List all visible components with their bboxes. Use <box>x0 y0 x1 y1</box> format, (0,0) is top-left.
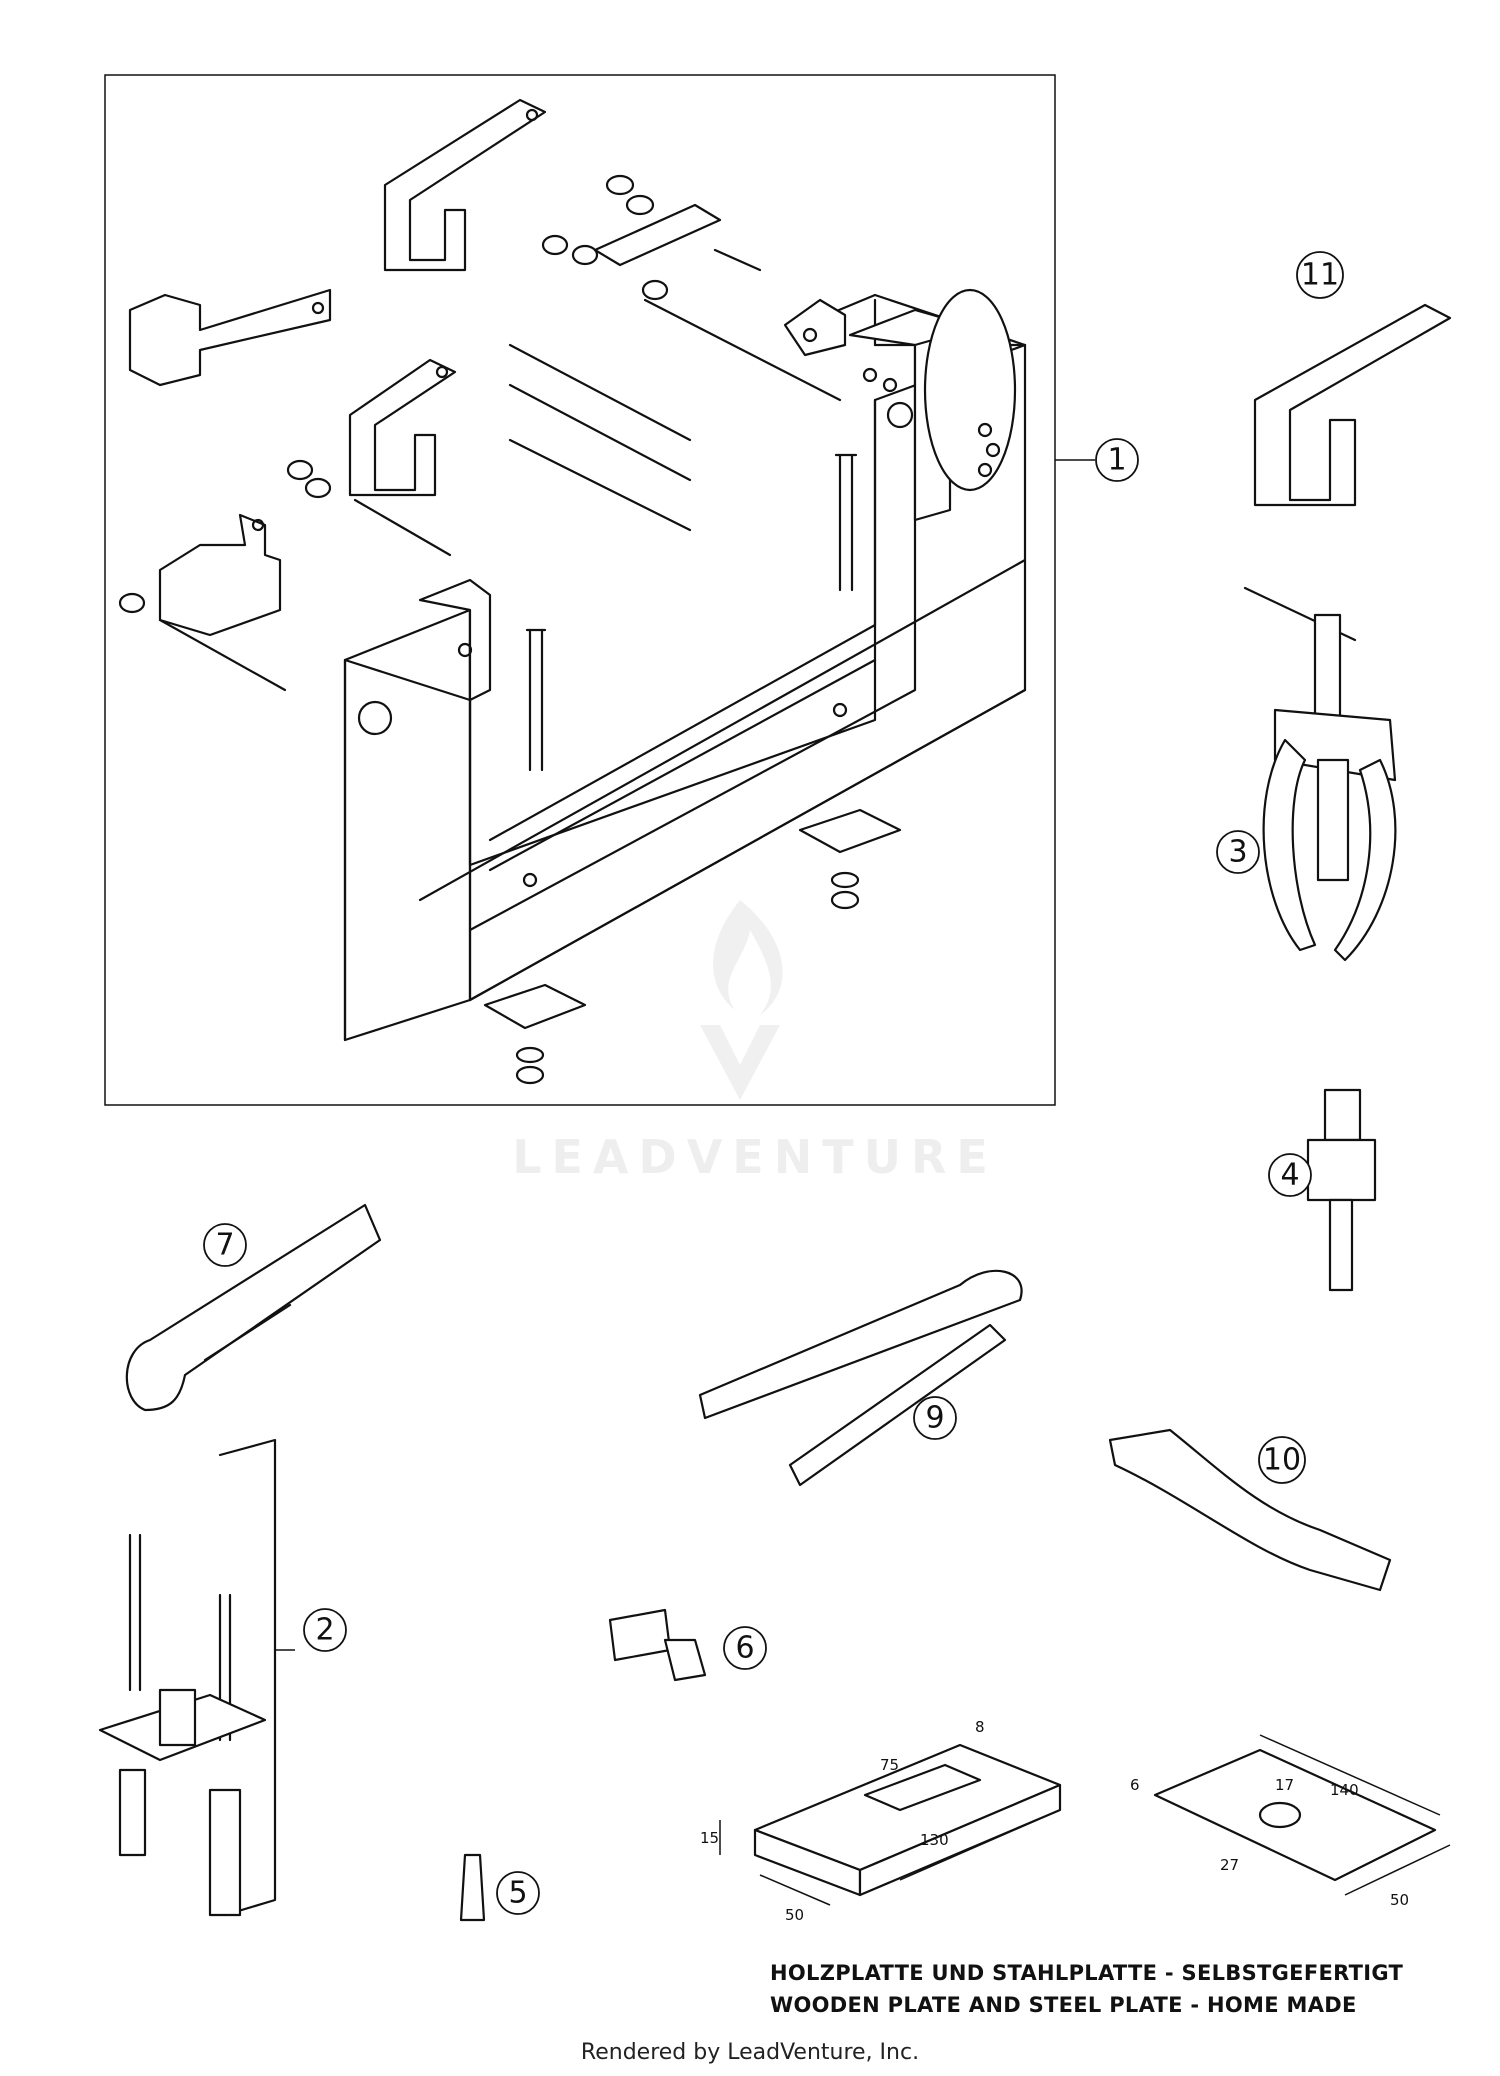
callout-11: 11 <box>1296 251 1344 299</box>
render-credit: Rendered by LeadVenture, Inc. <box>580 2040 920 2065</box>
svg-text:6: 6 <box>735 1631 754 1666</box>
callout-1: 1 <box>1095 438 1139 482</box>
callout-7: 7 <box>203 1223 247 1267</box>
wrench-10 <box>1108 1428 1392 1592</box>
caption-line-german: HOLZPLATTE UND STAHLPLATTE - SELBSTGEFER… <box>770 1961 1404 1985</box>
svg-text:9: 9 <box>925 1401 944 1436</box>
svg-text:2: 2 <box>315 1613 334 1648</box>
bracket-11 <box>1253 303 1452 507</box>
callout-4: 4 <box>1268 1153 1312 1197</box>
puller-3 <box>1243 586 1397 962</box>
stand-arms <box>118 98 847 692</box>
callout-2: 2 <box>303 1608 347 1652</box>
callout-3: 3 <box>1216 830 1260 874</box>
part-5 <box>459 1853 486 1922</box>
spanner-7 <box>125 1203 382 1412</box>
pin-spanner-9 <box>698 1269 1023 1487</box>
dim-steel-hole: 17 <box>1275 1776 1294 1794</box>
dimension-labels: 15 50 130 75 8 6 140 50 17 27 <box>700 1718 1409 1924</box>
dim-wood-length: 130 <box>920 1831 949 1849</box>
dim-steel-thickness: 6 <box>1130 1776 1140 1794</box>
svg-text:10: 10 <box>1263 1443 1301 1478</box>
dim-wood-width: 50 <box>785 1906 804 1924</box>
dim-wood-slot-depth: 8 <box>975 1718 985 1736</box>
steel-plate <box>1153 1734 1451 1896</box>
svg-text:11: 11 <box>1301 258 1339 293</box>
svg-text:7: 7 <box>215 1228 234 1263</box>
dim-steel-width: 50 <box>1390 1891 1409 1909</box>
callout-6: 6 <box>723 1626 767 1670</box>
callout-5: 5 <box>496 1871 540 1915</box>
dim-wood-slot: 75 <box>880 1756 899 1774</box>
tool-4 <box>1306 1088 1377 1292</box>
leader-lines <box>275 459 1095 1651</box>
assembly-frame-box <box>104 74 1056 1106</box>
watermark-text: LEADVENTURE <box>512 1130 998 1184</box>
svg-text:5: 5 <box>508 1876 527 1911</box>
caption-line-english: WOODEN PLATE AND STEEL PLATE - HOME MADE <box>770 1993 1357 2017</box>
callout-9: 9 <box>913 1396 957 1440</box>
engine-stand <box>343 288 1027 1085</box>
dim-wood-height: 15 <box>700 1829 719 1847</box>
watermark-logo <box>700 900 783 1100</box>
tool-2 <box>98 1438 277 1917</box>
callout-10: 10 <box>1258 1436 1306 1484</box>
dim-steel-offset: 27 <box>1220 1856 1239 1874</box>
wooden-plate <box>719 1743 1062 1906</box>
caption: HOLZPLATTE UND STAHLPLATTE - SELBSTGEFER… <box>770 1957 1403 2021</box>
svg-text:4: 4 <box>1280 1158 1299 1193</box>
dim-steel-length: 140 <box>1330 1781 1359 1799</box>
part-6 <box>608 1608 707 1682</box>
svg-text:1: 1 <box>1107 443 1126 478</box>
svg-text:3: 3 <box>1228 835 1247 870</box>
